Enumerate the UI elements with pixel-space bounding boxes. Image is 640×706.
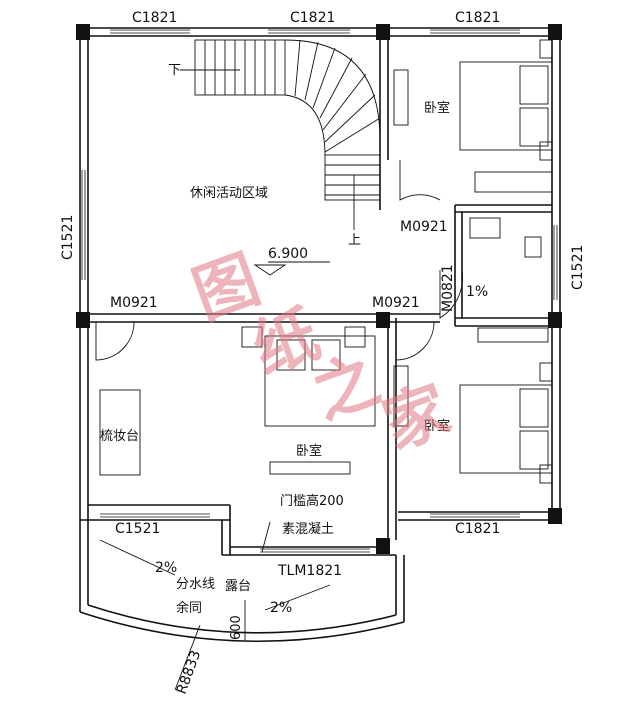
stair-up-label: 上 — [348, 233, 361, 248]
watermark-char-4: 家 — [373, 372, 459, 464]
slope-bath: 1% — [466, 284, 488, 300]
furniture — [99, 39, 553, 484]
window-label-top-left: C1821 — [132, 10, 177, 26]
columns — [76, 24, 562, 554]
balcony-door-label: TLM1821 — [277, 563, 342, 579]
window-label-bottom-left: C1521 — [115, 521, 160, 537]
room-balcony: 露台 — [225, 579, 251, 594]
door-label-center: M0921 — [372, 295, 420, 311]
window-label-right: C1521 — [570, 245, 586, 290]
radius-label: R8833 — [174, 648, 205, 696]
stair-down-label: 下 — [168, 63, 181, 78]
windows — [81, 29, 558, 553]
room-bedroom-bottom-right: 卧室 — [424, 418, 450, 434]
slope-balcony-left: 2% — [155, 560, 177, 576]
window-label-top-right: C1821 — [455, 10, 500, 26]
concrete-label: 素混凝土 — [282, 521, 334, 537]
annotations — [99, 261, 331, 691]
dimension-600: 600 — [229, 615, 244, 640]
yu-tong-label: 余同 — [176, 600, 202, 616]
room-labels: 休闲活动区域 卧室 卧室 卧室 梳妆台 露台 — [100, 100, 450, 594]
elevation-label: 6.900 — [268, 246, 308, 262]
room-bedroom-center: 卧室 — [296, 443, 322, 459]
door-label-top: M0921 — [400, 219, 448, 235]
door-label-bath: M0821 — [440, 264, 456, 312]
staircase — [180, 39, 381, 230]
doors — [95, 160, 463, 361]
slope-balcony-right: 2% — [270, 600, 292, 616]
window-label-left: C1521 — [60, 215, 76, 260]
room-leisure: 休闲活动区域 — [190, 186, 268, 201]
threshold-label: 门槛高200 — [280, 493, 344, 509]
watershed-label: 分水线 — [176, 577, 215, 592]
door-label-left: M0921 — [110, 295, 158, 311]
room-bedroom-top-right: 卧室 — [424, 100, 450, 116]
window-label-top-mid: C1821 — [290, 10, 335, 26]
window-label-bottom-right: C1821 — [455, 521, 500, 537]
room-dressing-table: 梳妆台 — [100, 429, 139, 444]
